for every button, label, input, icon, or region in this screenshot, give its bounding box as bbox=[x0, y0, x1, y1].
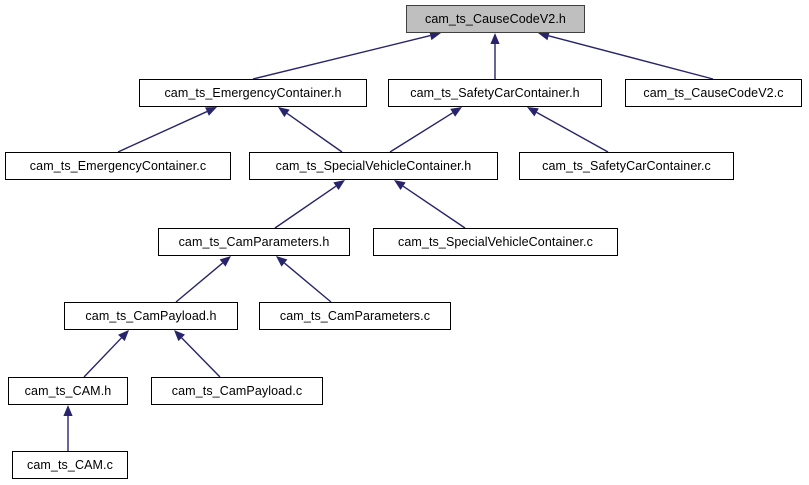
graph-node-label: cam_ts_CamParameters.h bbox=[178, 234, 330, 249]
edge-arrowhead bbox=[63, 405, 73, 416]
graph-node-causecodev2_c[interactable]: cam_ts_CauseCodeV2.c bbox=[625, 79, 802, 107]
graph-node-causecodev2_h[interactable]: cam_ts_CauseCodeV2.h bbox=[406, 5, 585, 33]
dependency-edge-specialvehiclecontainer_h-to-safetycarcontainer_h bbox=[389, 107, 462, 153]
edge-arrowhead bbox=[174, 330, 185, 342]
edge-line bbox=[83, 337, 122, 378]
edge-line bbox=[286, 112, 343, 153]
graph-node-specialvehiclecontainer_c[interactable]: cam_ts_SpecialVehicleContainer.c bbox=[373, 228, 618, 256]
graph-node-label: cam_ts_CamPayload.c bbox=[171, 383, 303, 398]
dependency-edge-campayload_h-to-camparameters_h bbox=[175, 256, 231, 303]
edge-line bbox=[389, 112, 454, 153]
edge-arrowhead bbox=[527, 107, 539, 117]
graph-node-safetycarcontainer_h[interactable]: cam_ts_SafetyCarContainer.h bbox=[388, 79, 602, 107]
graph-node-label: cam_ts_SafetyCarContainer.h bbox=[410, 85, 580, 100]
edge-line bbox=[175, 262, 224, 303]
edge-line bbox=[548, 35, 714, 80]
graph-node-safetycarcontainer_c[interactable]: cam_ts_SafetyCarContainer.c bbox=[519, 152, 734, 180]
graph-node-label: cam_ts_CauseCodeV2.h bbox=[425, 11, 566, 26]
edge-arrowhead bbox=[219, 256, 231, 267]
edge-line bbox=[274, 185, 337, 229]
edge-arrowhead bbox=[394, 180, 406, 190]
graph-node-label: cam_ts_SpecialVehicleContainer.c bbox=[398, 234, 593, 249]
graph-node-label: cam_ts_EmergencyContainer.h bbox=[164, 85, 342, 100]
graph-node-label: cam_ts_CAM.c bbox=[27, 457, 113, 472]
dependency-edge-cam_h-to-campayload_h bbox=[83, 330, 129, 378]
edge-line bbox=[283, 262, 332, 303]
graph-node-camparameters_c[interactable]: cam_ts_CamParameters.c bbox=[259, 302, 451, 330]
graph-node-label: cam_ts_CamParameters.c bbox=[279, 308, 431, 323]
dependency-edge-campayload_c-to-campayload_h bbox=[174, 330, 221, 378]
graph-node-specialvehiclecontainer_h[interactable]: cam_ts_SpecialVehicleContainer.h bbox=[249, 152, 498, 180]
dependency-edge-cam_c-to-cam_h bbox=[63, 405, 73, 451]
dependency-edge-emergencycontainer_c-to-emergencycontainer_h bbox=[117, 107, 217, 153]
graph-node-emergencycontainer_c[interactable]: cam_ts_EmergencyContainer.c bbox=[5, 152, 231, 180]
edge-arrowhead bbox=[118, 330, 129, 342]
graph-node-label: cam_ts_EmergencyContainer.c bbox=[29, 158, 207, 173]
dependency-edge-specialvehiclecontainer_h-to-emergencycontainer_h bbox=[278, 107, 343, 153]
edge-arrowhead bbox=[333, 180, 345, 191]
edge-line bbox=[402, 185, 466, 229]
graph-node-label: cam_ts_SpecialVehicleContainer.h bbox=[275, 158, 472, 173]
dependency-edge-specialvehiclecontainer_c-to-specialvehiclecontainer_h bbox=[394, 180, 466, 229]
dependency-edge-emergencycontainer_h-to-causecodev2_h bbox=[252, 31, 441, 80]
edge-arrowhead bbox=[450, 107, 462, 117]
edge-line bbox=[181, 337, 221, 378]
graph-node-label: cam_ts_SafetyCarContainer.c bbox=[542, 158, 711, 173]
edge-arrowhead bbox=[490, 33, 500, 44]
graph-node-label: cam_ts_CamPayload.h bbox=[85, 308, 217, 323]
dependency-edge-causecodev2_c-to-causecodev2_h bbox=[538, 31, 714, 80]
graph-node-campayload_h[interactable]: cam_ts_CamPayload.h bbox=[64, 302, 238, 330]
graph-node-campayload_c[interactable]: cam_ts_CamPayload.c bbox=[151, 377, 323, 405]
dependency-edge-safetycarcontainer_h-to-causecodev2_h bbox=[490, 33, 500, 79]
dependency-edge-safetycarcontainer_c-to-safetycarcontainer_h bbox=[527, 107, 609, 153]
graph-node-camparameters_h[interactable]: cam_ts_CamParameters.h bbox=[158, 228, 350, 256]
dependency-edge-camparameters_h-to-specialvehiclecontainer_h bbox=[274, 180, 345, 229]
dependency-edge-camparameters_c-to-camparameters_h bbox=[276, 256, 332, 303]
graph-node-label: cam_ts_CAM.h bbox=[24, 383, 112, 398]
edge-arrowhead bbox=[278, 107, 290, 118]
graph-node-label: cam_ts_CauseCodeV2.c bbox=[643, 85, 784, 100]
edge-arrowhead bbox=[276, 256, 288, 267]
edge-line bbox=[536, 111, 609, 153]
graph-node-cam_h[interactable]: cam_ts_CAM.h bbox=[8, 377, 128, 405]
graph-node-emergencycontainer_h[interactable]: cam_ts_EmergencyContainer.h bbox=[139, 79, 367, 107]
edge-arrowhead bbox=[205, 107, 217, 116]
edge-line bbox=[117, 110, 208, 153]
edge-line bbox=[252, 34, 431, 80]
graph-node-cam_c[interactable]: cam_ts_CAM.c bbox=[12, 451, 128, 479]
